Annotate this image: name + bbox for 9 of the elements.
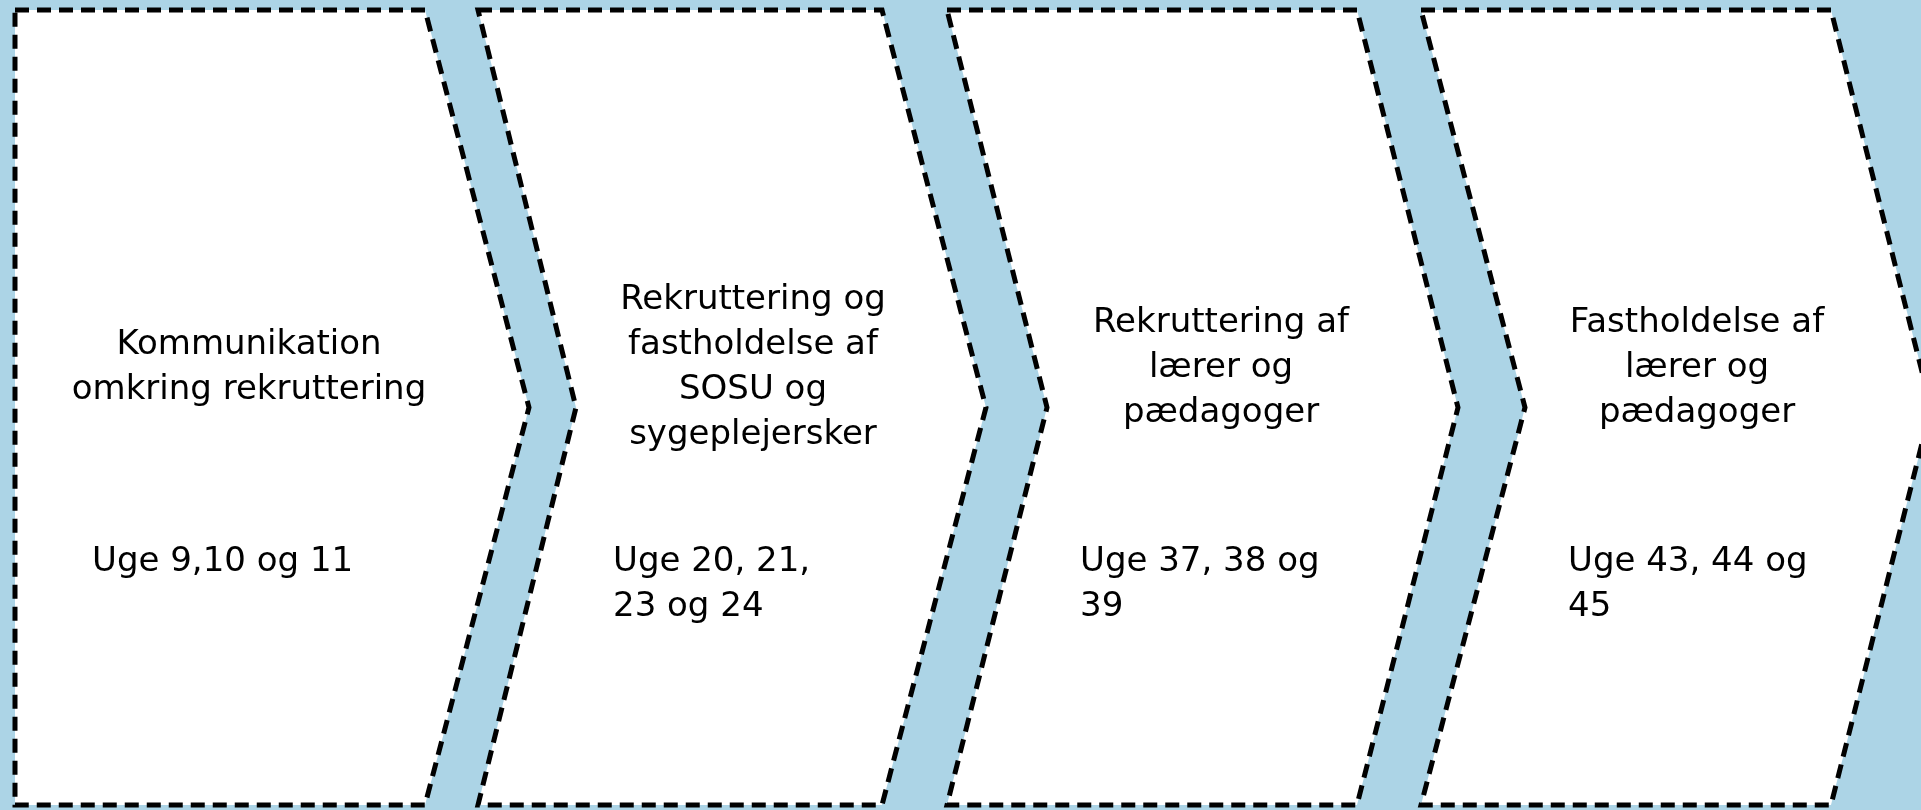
week-text: Uge 43, 44 og 45 <box>1568 538 1809 626</box>
chevron-shape <box>15 10 529 805</box>
week-text: Uge 9,10 og 11 <box>92 538 355 581</box>
step-title: Rekruttering og fastholdelse af SOSU og sygeplejersker <box>619 276 887 454</box>
step-title: Kommunikation omkring rekruttering <box>70 321 428 409</box>
step-title: Fastholdelse af lærer og pædagoger <box>1568 298 1826 432</box>
step-title: Rekruttering af lærer og pædagoger <box>1092 298 1351 432</box>
week-text: Uge 37, 38 og 39 <box>1080 538 1321 626</box>
week-text: Uge 20, 21, 23 og 24 <box>613 538 812 626</box>
